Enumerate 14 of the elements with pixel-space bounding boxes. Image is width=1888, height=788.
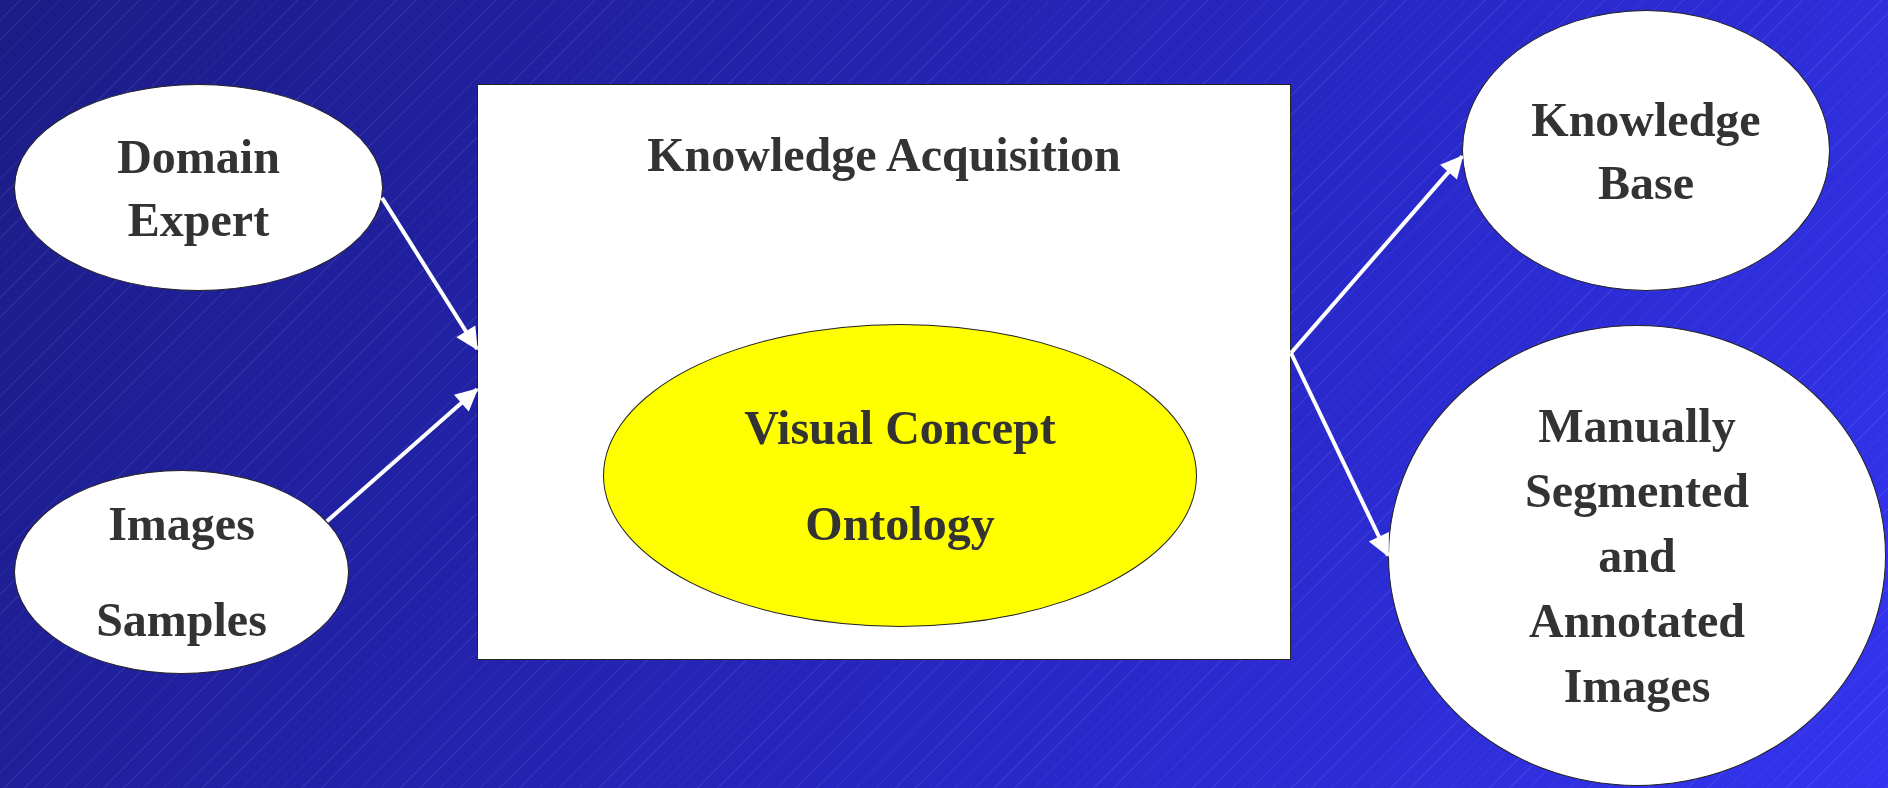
ellipse-node <box>14 470 349 674</box>
ellipse-node <box>1462 10 1830 291</box>
arrow <box>1289 155 1464 355</box>
process-box <box>477 84 1291 660</box>
arrow <box>325 387 479 523</box>
node-label: Images Samples <box>95 496 268 648</box>
node-label: Manually Segmented and Annotated Images <box>1524 398 1750 714</box>
arrow <box>1289 352 1390 557</box>
box-heading: Knowledge Acquisition <box>647 127 1121 183</box>
ellipse-node <box>14 84 383 291</box>
arrow <box>380 196 479 351</box>
node-label: Knowledge Base <box>1530 91 1762 211</box>
node-label: Visual Concept Ontology <box>743 399 1057 552</box>
node-label: Domain Expert <box>116 128 281 248</box>
